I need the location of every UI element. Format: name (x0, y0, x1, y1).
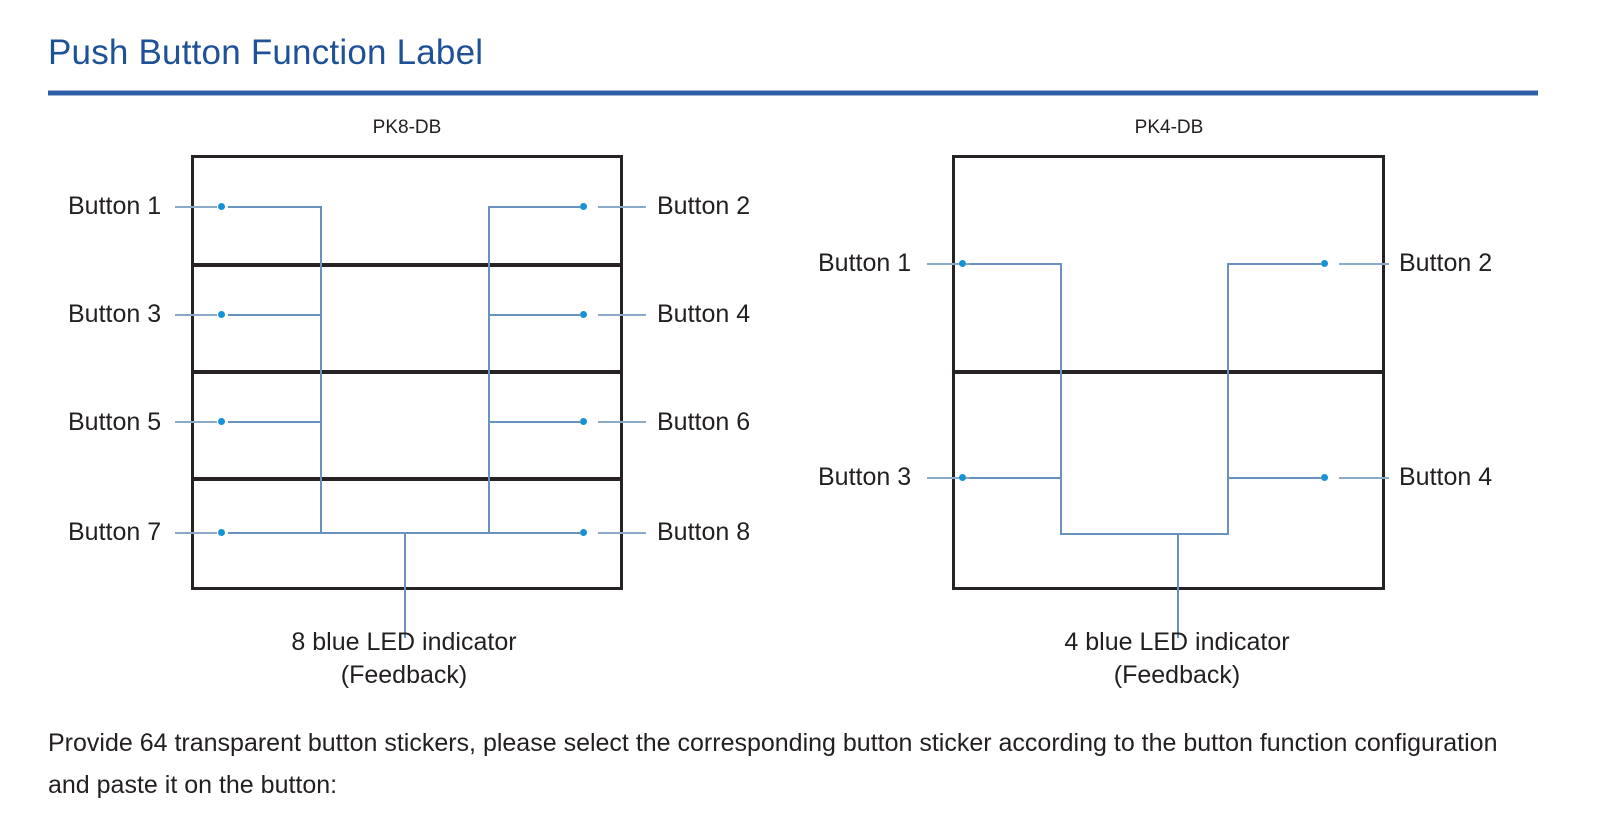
led-indicator-pk8-6 (580, 418, 587, 425)
leader-line-pk4-button-3 (927, 477, 977, 479)
leader-line-pk8-button-7 (175, 532, 217, 534)
wire-pk4-2-h (1228, 263, 1322, 265)
wire-pk8-5-h (228, 421, 321, 423)
feedback-caption-pk4-line2: (Feedback) (1113, 661, 1241, 689)
wire-drop-pk8-feedback (404, 532, 406, 638)
leader-line-pk8-button-8 (598, 532, 646, 534)
led-indicator-pk4-4 (1321, 474, 1328, 481)
wire-pk4-4-h (1228, 477, 1322, 479)
label-pk8-button-6: Button 6 (657, 408, 751, 436)
wire-pk4-3-h (969, 477, 1062, 479)
label-pk8-button-5: Button 5 (68, 408, 162, 436)
panel-divider-pk8-3 (191, 477, 623, 481)
label-pk4-button-2: Button 2 (1399, 249, 1493, 277)
wire-pk8-2-h (489, 206, 581, 208)
wire-drop-pk4-feedback (1177, 533, 1179, 638)
page-title: Push Button Function Label (48, 33, 484, 72)
led-indicator-pk8-5 (218, 418, 225, 425)
wire-pk8-1-h (228, 206, 321, 208)
label-pk4-button-4: Button 4 (1399, 463, 1493, 491)
leader-line-pk8-button-4 (598, 314, 646, 316)
panel-divider-pk8-2 (191, 370, 623, 374)
feedback-caption-pk4-line1: 4 blue LED indicator (1064, 628, 1290, 656)
panel-divider-pk4-1 (952, 370, 1385, 374)
wire-pk4-1-h (969, 263, 1062, 265)
leader-line-pk8-button-5 (175, 421, 217, 423)
wire-bus-pk8-left (320, 206, 322, 534)
leader-line-pk8-button-6 (598, 421, 646, 423)
model-label-pk8: PK8-DB (372, 117, 442, 138)
led-indicator-pk8-3 (218, 311, 225, 318)
leader-line-pk8-button-1 (175, 206, 217, 208)
footer-note-paragraph: Provide 64 transparent button stickers, … (48, 729, 1498, 799)
wire-pk8-8-h (489, 532, 581, 534)
led-indicator-pk4-3 (959, 474, 966, 481)
feedback-caption-pk8-line1: 8 blue LED indicator (291, 628, 517, 656)
model-label-pk4: PK4-DB (1134, 117, 1204, 138)
led-indicator-pk8-4 (580, 311, 587, 318)
leader-line-pk4-button-2 (1339, 263, 1389, 265)
wire-bus-pk8-right (488, 206, 490, 534)
label-pk8-button-2: Button 2 (657, 192, 751, 220)
wire-pk8-7-h (228, 532, 321, 534)
label-pk4-button-1: Button 1 (818, 249, 912, 277)
leader-line-pk8-button-2 (598, 206, 646, 208)
title-underline-rule (48, 90, 1538, 96)
label-pk8-button-3: Button 3 (68, 300, 162, 328)
led-indicator-pk4-2 (1321, 260, 1328, 267)
wire-bus-pk4-left (1060, 263, 1062, 535)
led-indicator-pk8-7 (218, 529, 225, 536)
led-indicator-pk8-8 (580, 529, 587, 536)
led-indicator-pk8-1 (218, 203, 225, 210)
label-pk8-button-4: Button 4 (657, 300, 751, 328)
label-pk8-button-1: Button 1 (68, 192, 162, 220)
panel-divider-pk8-1 (191, 263, 623, 267)
feedback-caption-pk8-line2: (Feedback) (340, 661, 468, 689)
wire-pk8-4-h (489, 314, 581, 316)
label-pk8-button-7: Button 7 (68, 518, 162, 546)
wire-pk8-3-h (228, 314, 321, 316)
wire-bus-pk4-right (1227, 263, 1229, 535)
leader-line-pk4-button-1 (927, 263, 977, 265)
led-indicator-pk4-1 (959, 260, 966, 267)
label-pk8-button-8: Button 8 (657, 518, 751, 546)
led-indicator-pk8-2 (580, 203, 587, 210)
leader-line-pk8-button-3 (175, 314, 217, 316)
wire-pk8-6-h (489, 421, 581, 423)
wire-tie-pk4-bottom (1060, 533, 1229, 535)
label-pk4-button-3: Button 3 (818, 463, 912, 491)
leader-line-pk4-button-4 (1339, 477, 1389, 479)
